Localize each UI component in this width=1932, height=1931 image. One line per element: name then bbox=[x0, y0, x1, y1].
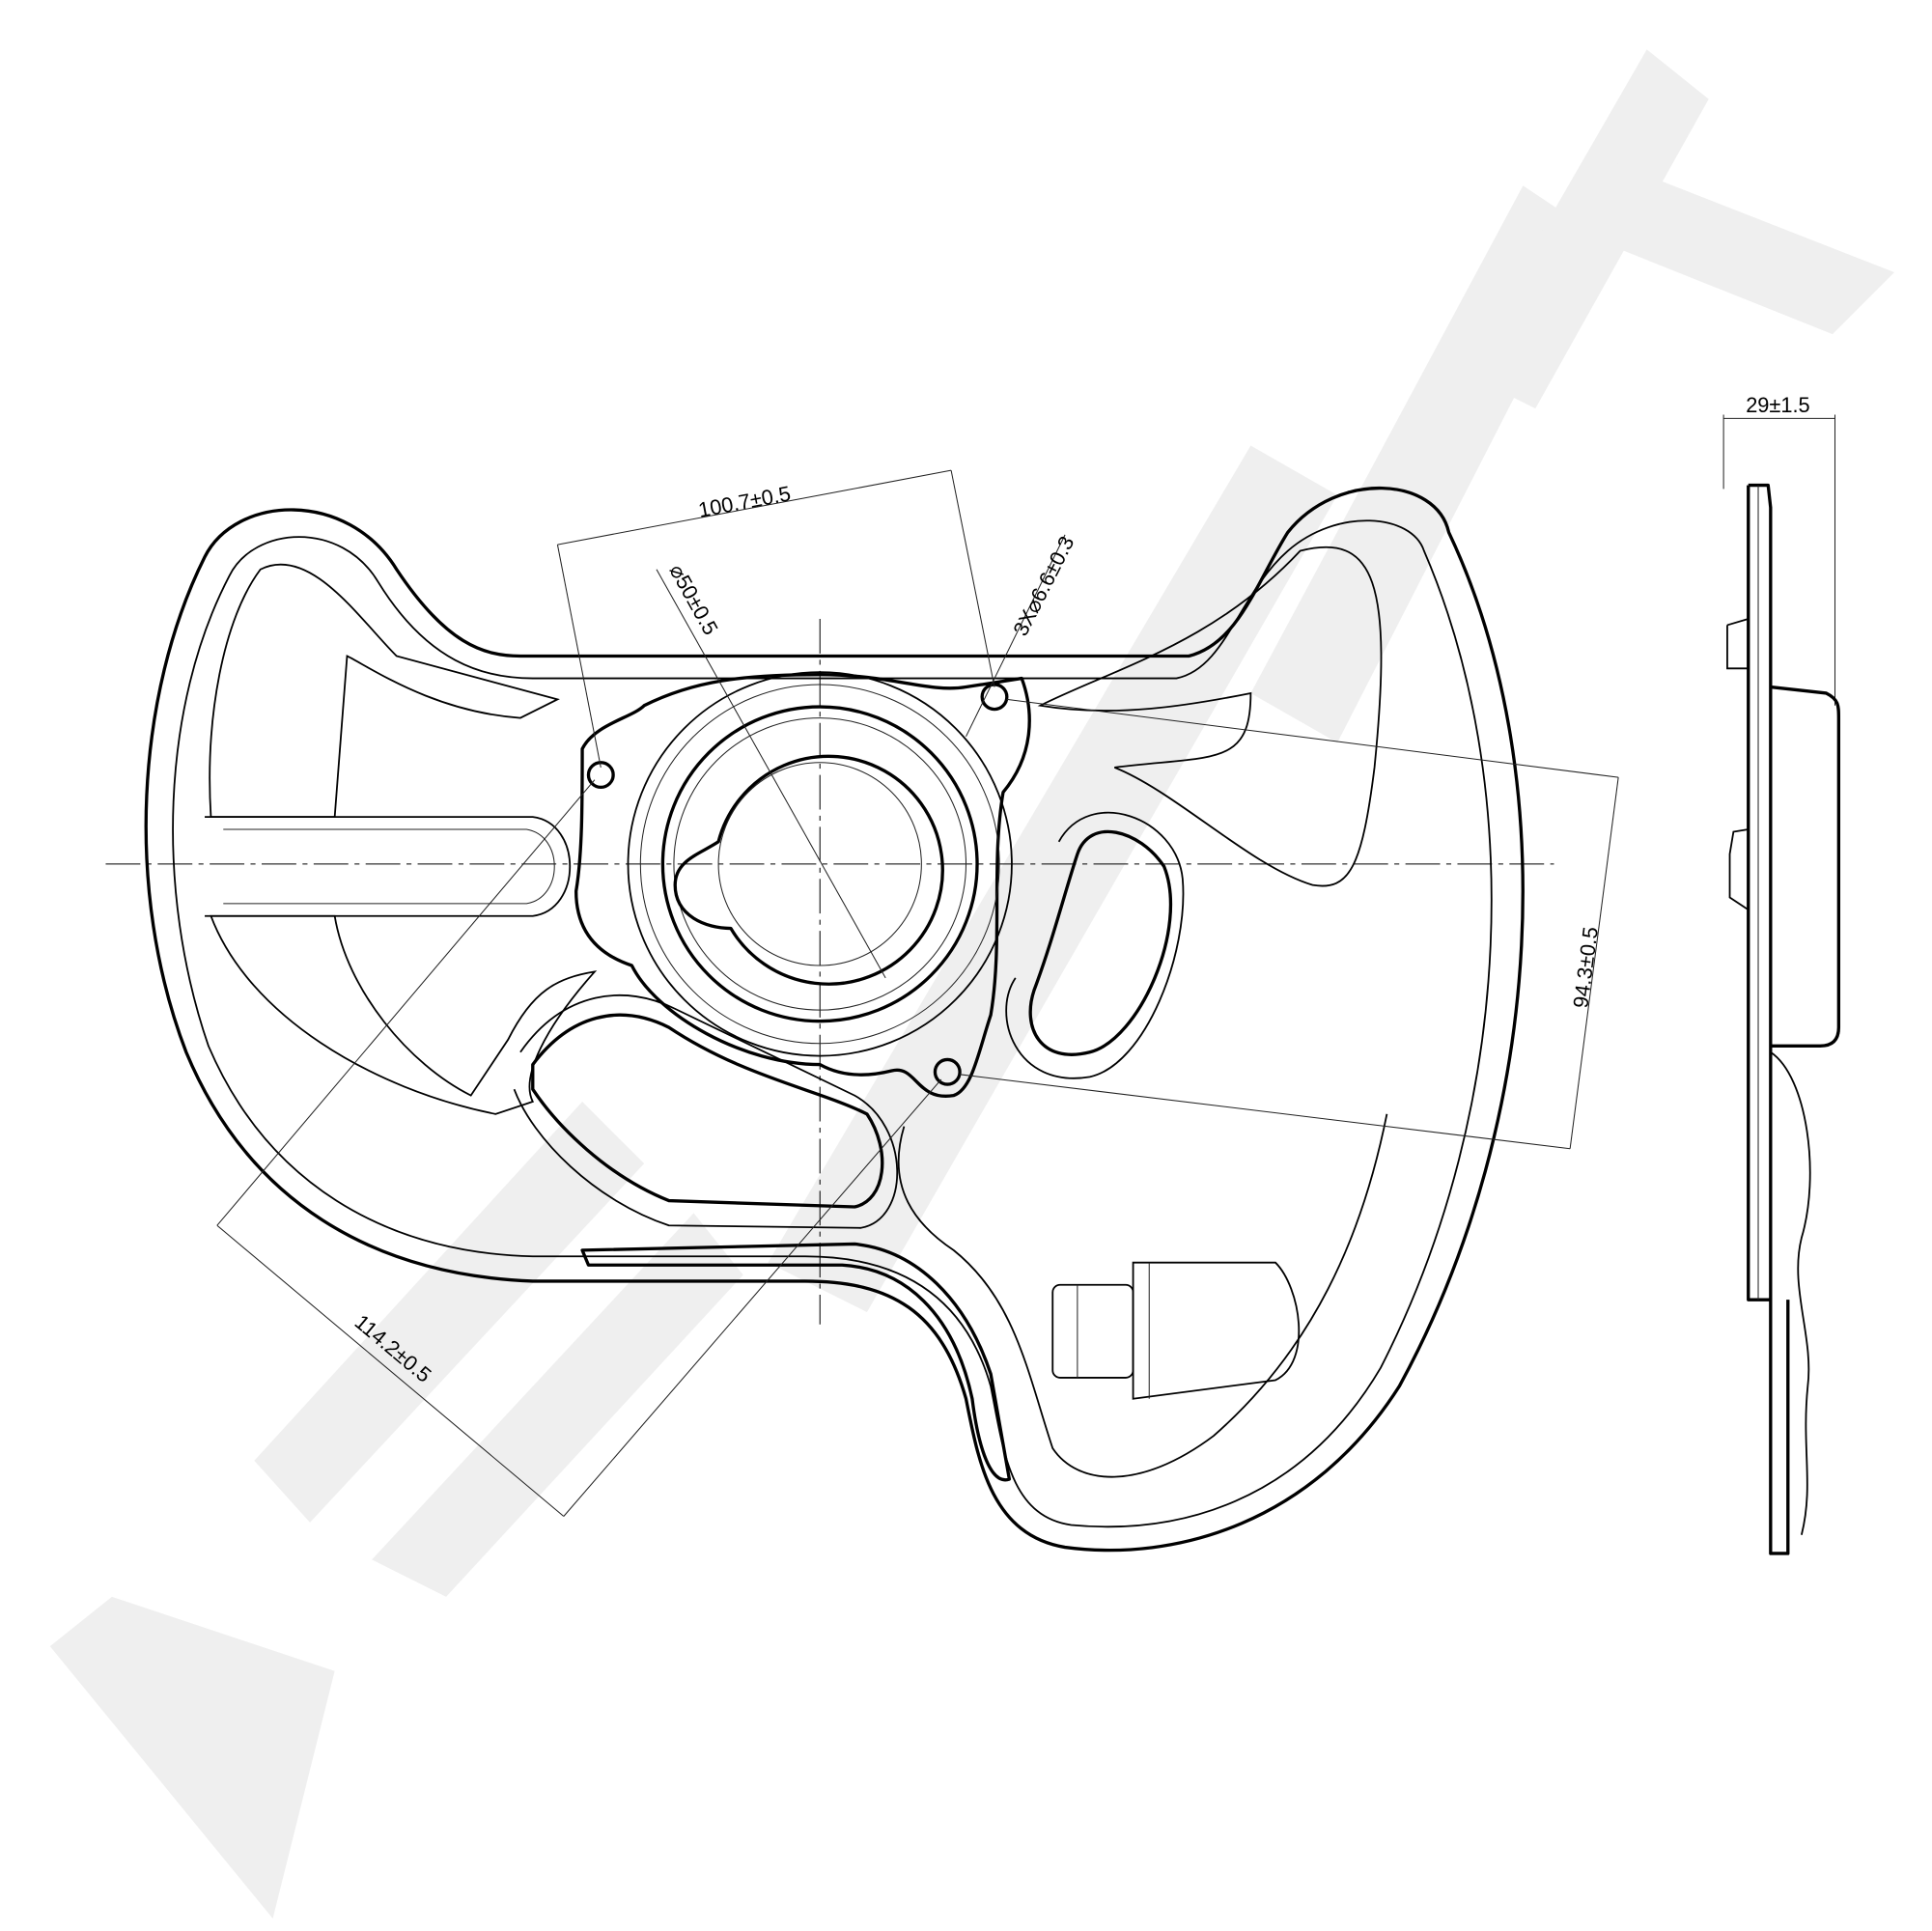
channel bbox=[580, 1242, 1012, 1482]
sensor-boss bbox=[1051, 1261, 1301, 1400]
kidney-slot bbox=[1028, 829, 1173, 1056]
hub-ring bbox=[660, 705, 979, 1023]
dim-depth: 29±1.5 bbox=[1746, 393, 1809, 417]
lower-arc-slot bbox=[531, 1013, 884, 1209]
hub-ring-outer bbox=[627, 671, 1013, 1057]
hole-1 bbox=[586, 761, 615, 790]
lower-left-window bbox=[210, 914, 598, 1115]
side-view bbox=[1726, 483, 1841, 1555]
dim-hole-spacing: 100.7±0.5 bbox=[696, 481, 793, 522]
right-window bbox=[1037, 546, 1383, 887]
center-bore-keyhole bbox=[673, 754, 944, 986]
hub-flange bbox=[574, 673, 1031, 1098]
hole-3 bbox=[933, 1057, 962, 1086]
dimension-lines bbox=[216, 414, 1836, 1517]
watermark-logo bbox=[49, 49, 1895, 1919]
dim-hole-spacing-2: 94.3±0.5 bbox=[1568, 925, 1603, 1009]
shield-outline bbox=[144, 486, 1525, 1553]
upper-left-window bbox=[209, 563, 560, 819]
shield-inner-outline bbox=[172, 519, 1493, 1528]
left-slot bbox=[205, 816, 572, 917]
dim-holes: 3X⌀6.6±0.3 bbox=[1008, 532, 1078, 639]
